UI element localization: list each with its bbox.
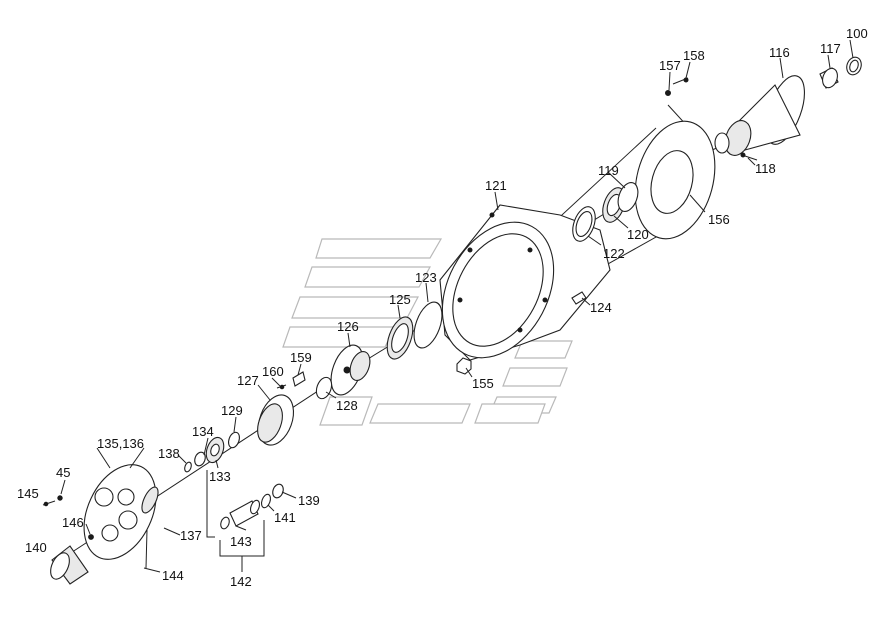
planet-carrier-126 [330,344,371,396]
gear-140 [50,545,89,585]
callout-142: 142 [230,574,252,589]
callout-146: 146 [62,515,84,530]
callout-158: 158 [683,48,705,63]
bolt-118 [740,152,758,161]
callout-121: 121 [485,178,507,193]
plug-146 [88,534,94,540]
spindle-116 [714,75,805,156]
callout-138: 138 [158,446,180,461]
washer-45 [57,495,63,501]
callout-141: 141 [274,510,296,525]
callout-126: 126 [337,319,359,334]
callout-134: 134 [192,424,214,439]
ring-119 [617,182,639,212]
callout-156: 156 [708,212,730,227]
shaft-143 [220,499,261,530]
callout-143: 143 [230,534,252,549]
callout-135-136: 135,136 [97,436,144,451]
pin-160 [276,384,287,390]
washer-157 [665,90,671,96]
callout-45: 45 [56,465,70,480]
ring-129 [228,431,240,449]
callout-128: 128 [336,398,358,413]
callout-159: 159 [290,350,312,365]
ring-gear-127 [257,394,295,446]
callout-140: 140 [25,540,47,555]
sleeve-117 [819,67,839,89]
ring-122 [572,206,596,242]
callout-120: 120 [627,227,649,242]
ring-139 [272,483,284,499]
watermark-logo [282,238,573,426]
cover-135-136 [83,464,159,560]
gear-133 [205,436,225,464]
callout-119: 119 [598,163,619,178]
ring-123 [413,301,443,349]
callout-124: 124 [590,300,612,315]
ring-141 [260,493,272,509]
callout-labels: 100 116 117 157 158 118 119 156 120 121 … [17,26,868,589]
brake-disc-156 [634,120,716,240]
ring-134 [194,451,206,467]
callout-118: 118 [755,161,776,176]
callout-123: 123 [415,270,437,285]
callout-137: 137 [180,528,202,543]
callout-129: 129 [221,403,243,418]
bolt-158 [672,77,689,85]
callout-160: 160 [262,364,284,379]
callout-117: 117 [820,41,841,56]
washer-138 [184,461,192,473]
lock-plate-159 [292,371,306,387]
leader-lines [60,39,854,573]
callout-125: 125 [389,292,411,307]
housing-121 [439,204,611,361]
callout-127: 127 [237,373,259,388]
callout-100: 100 [846,26,868,41]
seal-ring-100 [846,56,862,76]
callout-133: 133 [209,469,231,484]
callout-145: 145 [17,486,39,501]
plug-124 [571,291,587,305]
callout-157: 157 [659,58,681,73]
callout-144: 144 [162,568,184,583]
bolt-145 [42,500,56,507]
callout-139: 139 [298,493,320,508]
ring-gear-125 [386,316,414,360]
callout-155: 155 [472,376,494,391]
callout-116: 116 [769,45,790,60]
callout-122: 122 [603,246,625,261]
